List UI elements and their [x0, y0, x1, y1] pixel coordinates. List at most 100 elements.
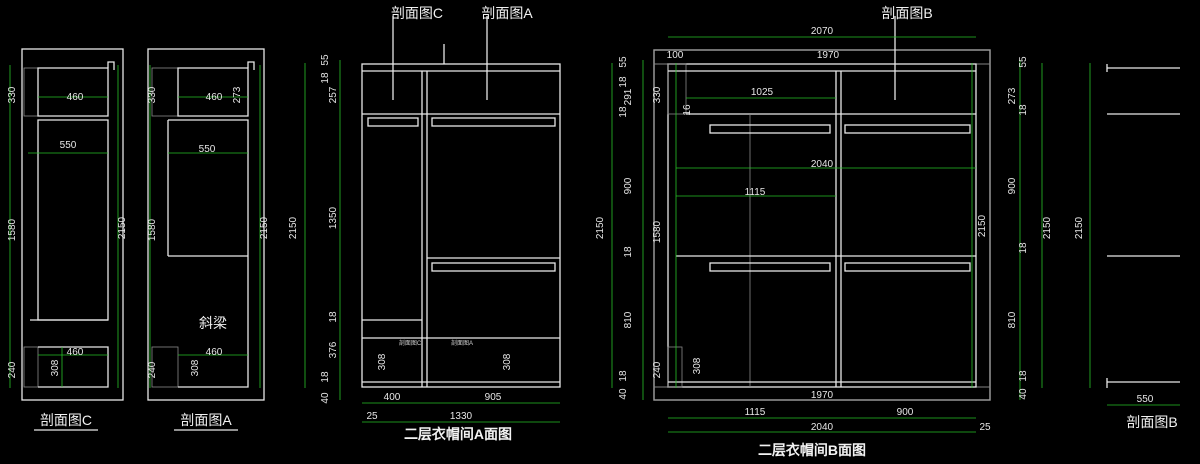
elevation-a-dim-d-right: 308: [502, 353, 513, 370]
elevation-b-dim-bot-left: 1115: [745, 407, 766, 418]
elevation-a-dim-w-left: 400: [384, 392, 401, 403]
section-c-frame: [21, 48, 124, 401]
elevation-b-dim-left-bot: 240: [652, 361, 663, 378]
elevation-a-callout-a: 剖面图A: [481, 5, 533, 21]
section-a-main-cabinet: [168, 119, 249, 388]
elevation-b-dim-vl-4: 900: [623, 177, 634, 194]
section-c-dim-mid-h: 1580: [7, 218, 18, 241]
section-c-dim-top-w-text: 460: [67, 92, 84, 103]
elevation-a-rod-upper: [431, 117, 556, 127]
elevation-b-wall-bot-left: [667, 346, 683, 388]
elevation-a-dim-v-0: 55: [320, 54, 331, 66]
elevation-b-dim-top-total: 2070: [811, 26, 834, 37]
elevation-b-wall-top-left: [667, 63, 687, 115]
elevation-a-outline: [361, 63, 561, 388]
section-a-dim-total-h: 2150: [259, 216, 270, 239]
elevation-b-dim-vr-3: 900: [1007, 177, 1018, 194]
section-c-dim-top-h: 330: [7, 86, 18, 103]
section-a-dim-top-d: 273: [232, 86, 243, 103]
elevation-b: 剖面图B 2070 100 1970 1025 16 2040 1115 215…: [595, 5, 1053, 458]
elevation-b-dim-vl-8: 40: [618, 388, 629, 400]
elevation-b-inner-outline: [667, 63, 977, 388]
elevation-a-dim-w-total: 1330: [450, 411, 473, 422]
elevation-a-tag-2: 剖面图A: [451, 339, 473, 347]
elevation-a-dim-v-4: 18: [328, 311, 339, 323]
elevation-b-dim-vl-2: 291: [623, 88, 634, 105]
elevation-b-dim-vl-7: 18: [618, 370, 629, 382]
elevation-b-dim-vr-4: 18: [1018, 242, 1029, 254]
section-c: 330 1580 240 2150 460 550 460 308 剖面图C: [7, 48, 128, 431]
elevation-a-tag-1: 剖面图C: [399, 339, 422, 347]
elevation-b-frame: [653, 49, 991, 401]
elevation-a-dim-d-left: 308: [377, 353, 388, 370]
section-b-dim-w: 550: [1137, 394, 1154, 405]
elevation-a-dim-v-1: 18: [320, 72, 331, 84]
elevation-b-dim-inner-h: 2150: [977, 214, 988, 237]
section-b-dim-total-h: 2150: [1074, 216, 1085, 239]
elevation-b-dim-vr-5: 810: [1007, 311, 1018, 328]
elevation-b-dim-right-total: 2150: [1042, 216, 1053, 239]
elevation-b-dim-vr-1: 273: [1007, 87, 1018, 104]
elevation-a: 剖面图C 剖面图A 308 308 剖面图C 剖面图A 2150 55 18 2…: [288, 5, 561, 442]
section-a-wall-hatch-bottom: [151, 346, 179, 388]
elevation-b-dim-2040-mid: 2040: [811, 159, 834, 170]
elevation-b-dim-left-mid: 1580: [652, 220, 663, 243]
section-a-dim-mid-h: 1580: [147, 218, 158, 241]
elevation-b-dim-top-offset: 100: [667, 50, 684, 61]
elevation-a-dim-v-3: 1350: [328, 206, 339, 229]
elevation-b-dim-bot-inner: 1970: [811, 390, 834, 401]
elevation-a-rod-left: [367, 117, 419, 127]
section-a-dim-top-h: 330: [147, 86, 158, 103]
elevation-b-dim-bot-total: 2040: [811, 422, 834, 433]
elevation-b-dim-1115-mid: 1115: [745, 187, 766, 198]
section-c-dim-mid-w-text: 550: [60, 140, 77, 151]
section-a-dim-bot-h: 240: [147, 361, 158, 378]
section-c-wall-hatch-top: [23, 67, 39, 117]
elevation-b-dim-vl-0: 55: [618, 56, 629, 68]
elevation-a-dim-w-right: 905: [485, 392, 502, 403]
elevation-a-callout-c: 剖面图C: [391, 5, 443, 21]
elevation-a-dim-w-offset: 25: [366, 411, 378, 422]
section-c-dim-total-h: 2150: [117, 216, 128, 239]
section-a-note: 斜梁: [199, 315, 227, 331]
elevation-b-callout: 剖面图B: [881, 5, 932, 21]
elevation-b-rod-lr: [844, 262, 971, 272]
elevation-a-title: 二层衣帽间A面图: [404, 426, 512, 442]
section-b: 2150 550 剖面图B: [1074, 63, 1180, 430]
section-c-top-trim: [107, 61, 115, 70]
elevation-b-rod-ll: [709, 262, 831, 272]
elevation-b-dim-vr-6: 18: [1018, 370, 1029, 382]
elevation-b-dim-1025: 1025: [751, 87, 774, 98]
section-c-dim-bot-w-text: 460: [67, 347, 84, 358]
elevation-b-dim-vl-6: 810: [623, 311, 634, 328]
section-a-top-trim: [247, 61, 255, 70]
elevation-a-dim-v-7: 40: [320, 392, 331, 404]
section-c-dim-bot-d-text: 308: [50, 359, 61, 376]
section-a-dim-bot-d-text: 308: [190, 359, 201, 376]
section-b-label: 剖面图B: [1126, 414, 1177, 430]
section-a-dim-top-w-text: 460: [206, 92, 223, 103]
elevation-b-dim-total-h: 2150: [595, 216, 606, 239]
elevation-b-title: 二层衣帽间B面图: [758, 442, 866, 458]
section-a-top-cabinet: [177, 67, 249, 117]
section-a-dim-mid-w-text: 550: [199, 144, 216, 155]
elevation-b-rod-ul: [709, 124, 831, 134]
elevation-b-dim-left-h: 330: [652, 86, 663, 103]
elevation-b-dim-vl-5: 18: [623, 246, 634, 258]
elevation-a-dim-v-2: 257: [328, 86, 339, 103]
elevation-a-dim-v-5: 376: [328, 341, 339, 358]
section-c-dim-bot-h: 240: [7, 361, 18, 378]
elevation-b-dim-bot-offset: 25: [979, 422, 991, 433]
section-c-bottom-cabinet: [38, 346, 109, 388]
section-a-dim-bot-w-text: 460: [206, 347, 223, 358]
elevation-b-rod-ur: [844, 124, 971, 134]
section-a-frame: [147, 48, 265, 401]
elevation-b-dim-vr-0: 55: [1018, 56, 1029, 68]
elevation-a-dim-total-h: 2150: [288, 216, 299, 239]
section-c-top-cabinet: [37, 67, 109, 117]
section-a: 330 273 1580 240 2150 460 550 460 308 斜梁…: [147, 48, 270, 431]
elevation-b-dim-16: 16: [682, 104, 693, 116]
elevation-b-dim-top-inner: 1970: [817, 50, 840, 61]
section-c-label: 剖面图C: [40, 412, 92, 428]
elevation-b-dim-d-left: 308: [692, 357, 703, 374]
